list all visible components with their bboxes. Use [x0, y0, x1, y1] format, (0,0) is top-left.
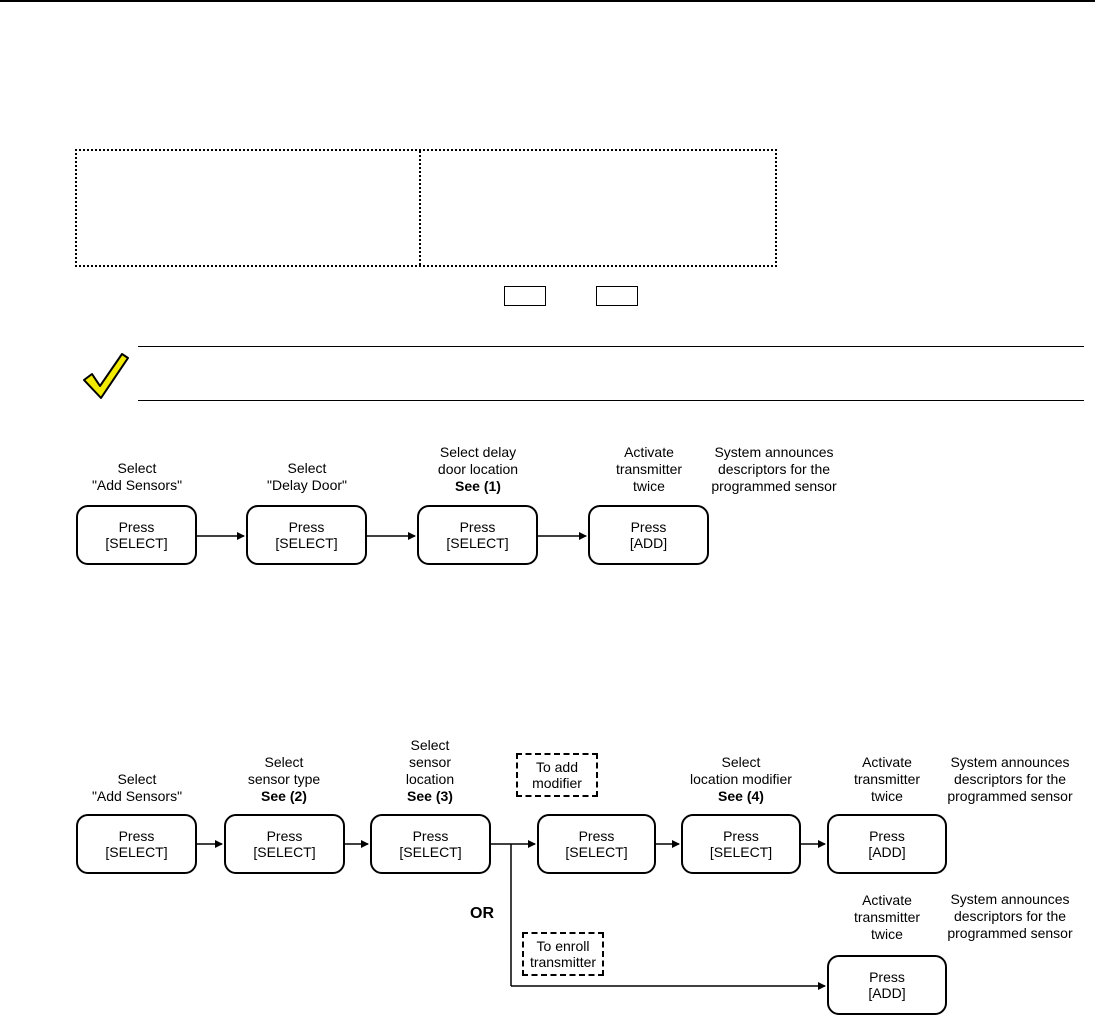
flow1-press-select-3: Press[SELECT]: [417, 505, 538, 565]
flow1-caption-2: Select "Delay Door": [267, 460, 347, 493]
note-rule-top: [138, 346, 1084, 347]
add-modifier-note: To add modifier: [516, 753, 598, 797]
top-rule: [0, 0, 1095, 2]
flow2-alt-result: System announces descriptors for the pro…: [947, 891, 1073, 941]
flow2-caption-3: Select sensor location See (3): [405, 737, 455, 804]
flow2-caption-2: Select sensor type See (2): [247, 754, 321, 804]
enroll-transmitter-note: To enroll transmitter: [522, 932, 604, 976]
flow2-caption-5: Select location modifier See (4): [690, 754, 792, 804]
checkmark-icon: [83, 353, 129, 399]
flow2-press-select-5: Press[SELECT]: [681, 814, 801, 874]
key-box-2: [596, 286, 638, 306]
flow1-caption-4: Activate transmitter twice: [615, 444, 683, 494]
flow2-caption-1: Select "Add Sensors": [91, 771, 183, 804]
flow1-press-select-2: Press[SELECT]: [246, 505, 367, 565]
flow1-press-select-1: Press[SELECT]: [76, 505, 197, 565]
key-box-1: [504, 286, 546, 306]
note-rule-bottom: [138, 400, 1084, 401]
flow2-caption-6: Activate transmitter twice: [853, 754, 921, 804]
flow2-press-add: Press[ADD]: [827, 814, 947, 874]
flow2-press-select-4: Press[SELECT]: [537, 814, 656, 874]
or-label: OR: [470, 905, 494, 922]
flow2-result: System announces descriptors for the pro…: [947, 754, 1073, 804]
table-divider: [419, 151, 421, 265]
flow2-press-select-3: Press[SELECT]: [370, 814, 491, 874]
flow1-press-add: Press[ADD]: [588, 505, 709, 565]
flow2-alt-press-add: Press[ADD]: [827, 955, 947, 1015]
dotted-table: [75, 149, 777, 267]
flow1-caption-3: Select delay door location See (1): [437, 444, 519, 494]
flow1-result: System announces descriptors for the pro…: [711, 444, 837, 494]
flow2-alt-caption: Activate transmitter twice: [853, 892, 921, 942]
flow2-press-select-2: Press[SELECT]: [224, 814, 345, 874]
flow1-caption-1: Select "Add Sensors": [91, 460, 183, 493]
flow2-press-select-1: Press[SELECT]: [76, 814, 197, 874]
